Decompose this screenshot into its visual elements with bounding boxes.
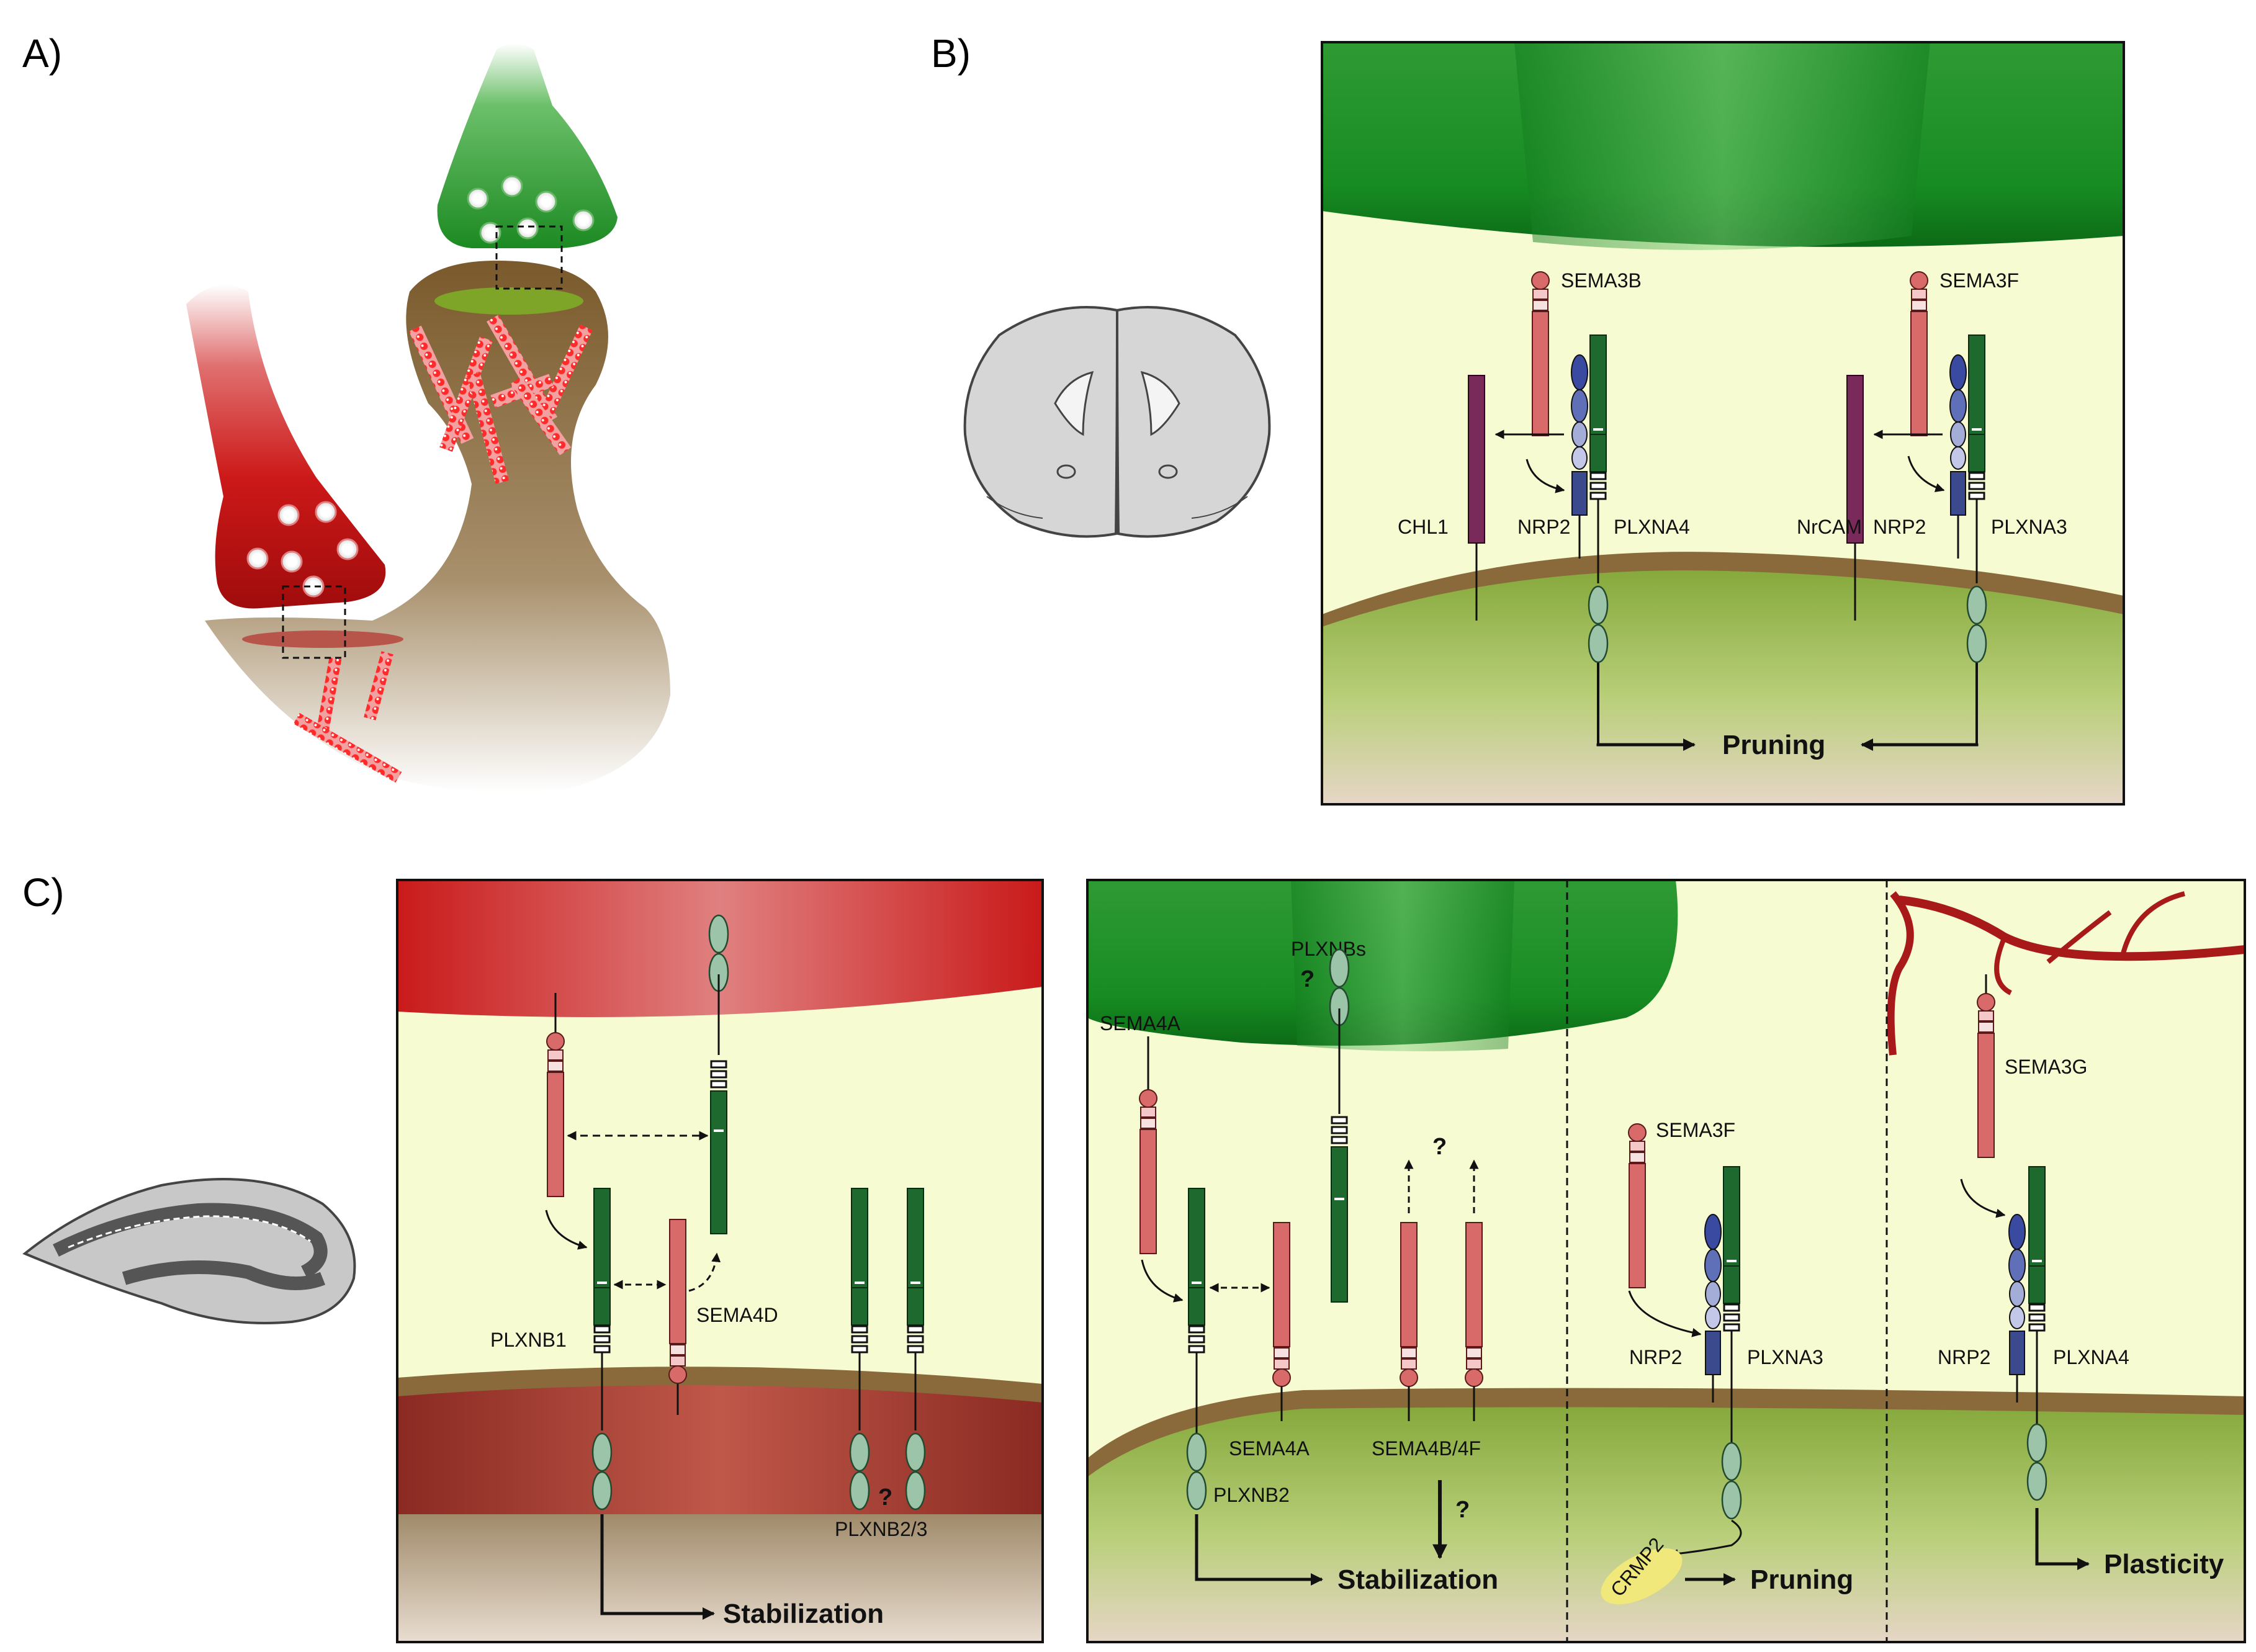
plxnb2-molecule-c1	[849, 1187, 870, 1511]
sema4b4f-label: SEMA4B/4F	[1372, 1437, 1481, 1460]
sema4d-label: SEMA4D	[696, 1304, 778, 1326]
plxnbs-label: PLXNBs	[1291, 938, 1366, 960]
sema4a-postsyn	[1272, 1222, 1291, 1387]
nrp2-c2-a	[1704, 1214, 1722, 1403]
sema4b-molecule	[1400, 1222, 1418, 1387]
panel-c1-frame	[396, 879, 1044, 1643]
sema3f-label-c2: SEMA3F	[1656, 1119, 1735, 1141]
panel-a-illustration	[186, 43, 670, 792]
synaptic-vesicles-green	[467, 175, 595, 244]
pruning-outcome-b: Pruning	[1722, 730, 1825, 760]
sema3b-ligand	[1531, 271, 1550, 436]
question-mark-sema4bf-top: ?	[1432, 1134, 1447, 1160]
panel-c2-frame	[1086, 879, 2246, 1643]
sema4d-molecule	[668, 1219, 687, 1384]
chl1-label: CHL1	[1398, 516, 1449, 538]
stabilization-outcome-c2: Stabilization	[1337, 1564, 1498, 1595]
nrp2-c2-b	[2008, 1214, 2026, 1403]
plasticity-outcome: Plasticity	[2104, 1549, 2224, 1579]
plxna4-c2	[2026, 1165, 2047, 1501]
question-mark-sema4bf-bottom: ?	[1455, 1497, 1470, 1523]
sema4a-bottom-label: SEMA4A	[1229, 1437, 1310, 1460]
plxna3-c2	[1721, 1165, 1742, 1520]
panel-label-c: C)	[22, 870, 65, 915]
panel-b-frame	[1321, 41, 2125, 806]
panel-c1: PLXNB1 SEMA4D ? PLXNB2/3 Stabilization	[396, 879, 1044, 1643]
plxnb1-molecule	[591, 1187, 613, 1511]
actin-filaments-spine	[408, 315, 593, 484]
chl1-molecule	[1468, 375, 1485, 621]
red-presynaptic-bouton	[186, 284, 386, 609]
plxnb1-label: PLXNB1	[490, 1329, 567, 1351]
plxna4-c2-label: PLXNA4	[2053, 1346, 2129, 1368]
sema3g-ligand	[1977, 993, 1995, 1158]
postsynaptic-density-red	[242, 631, 403, 648]
sema3f-ligand-c2	[1628, 1123, 1647, 1288]
stabilization-outcome-c1: Stabilization	[723, 1599, 884, 1629]
zoom-box-green	[495, 225, 563, 290]
panel-label-a: A)	[22, 31, 62, 76]
nrcam-label: NrCAM	[1797, 516, 1862, 538]
plxnb2-molecule-c2	[1186, 1187, 1207, 1511]
plxna3-right	[1966, 334, 1987, 745]
sema3f-label-b: SEMA3F	[1939, 269, 2019, 292]
hippocampus-section-icon	[22, 1178, 356, 1324]
plexin-presyn-c1	[710, 1060, 727, 1234]
sema4a-top-label: SEMA4A	[1100, 1012, 1180, 1035]
question-mark-plxnbs: ?	[1300, 966, 1315, 992]
plxnb2-label: PLXNB2	[1213, 1484, 1290, 1506]
nrp2-right	[1949, 354, 1967, 559]
coronal-brain-section-icon	[963, 306, 1271, 538]
plxnb23-label: PLXNB2/3	[835, 1518, 927, 1540]
nrp2-c2-a-label: NRP2	[1629, 1346, 1682, 1368]
plxna4-left-label: PLXNA4	[1614, 516, 1690, 538]
plxna3-right-label: PLXNA3	[1991, 516, 2067, 538]
nrp2-left-label: NRP2	[1517, 516, 1570, 538]
question-mark-c1: ?	[878, 1484, 892, 1511]
postsynaptic-density-green	[434, 287, 583, 315]
panel-b: SEMA3B CHL1 NRP2 PLXNA4 SEMA3F	[1321, 41, 2125, 806]
nrcam-molecule	[1846, 375, 1864, 621]
sema4a-presyn	[1139, 1089, 1157, 1254]
plxna3-c2-label: PLXNA3	[1747, 1346, 1823, 1368]
pruning-outcome-c2: Pruning	[1750, 1564, 1853, 1595]
plxna4-left	[1588, 334, 1609, 745]
nrp2-left	[1571, 354, 1588, 559]
sema3b-label: SEMA3B	[1561, 269, 1642, 292]
panel-label-b: B)	[931, 31, 971, 76]
nrp2-c2-b-label: NRP2	[1938, 1346, 1990, 1368]
sema4f-molecule	[1465, 1222, 1483, 1387]
sema3g-label: SEMA3G	[2005, 1056, 2087, 1078]
plxnbs-presyn	[1331, 1116, 1348, 1303]
panel-c2: SEMA4A PLXNBs ? PLXNB2 SEMA4A	[1086, 879, 2246, 1643]
nrp2-right-label: NRP2	[1873, 516, 1926, 538]
sema3f-ligand-b	[1910, 271, 1928, 436]
synaptic-vesicles-red	[246, 501, 359, 598]
actin-filaments-shaft	[293, 651, 402, 783]
zoom-box-red	[282, 585, 346, 659]
plxnb3-molecule-c1	[905, 1187, 926, 1511]
sema-presyn-c1	[546, 1032, 565, 1197]
